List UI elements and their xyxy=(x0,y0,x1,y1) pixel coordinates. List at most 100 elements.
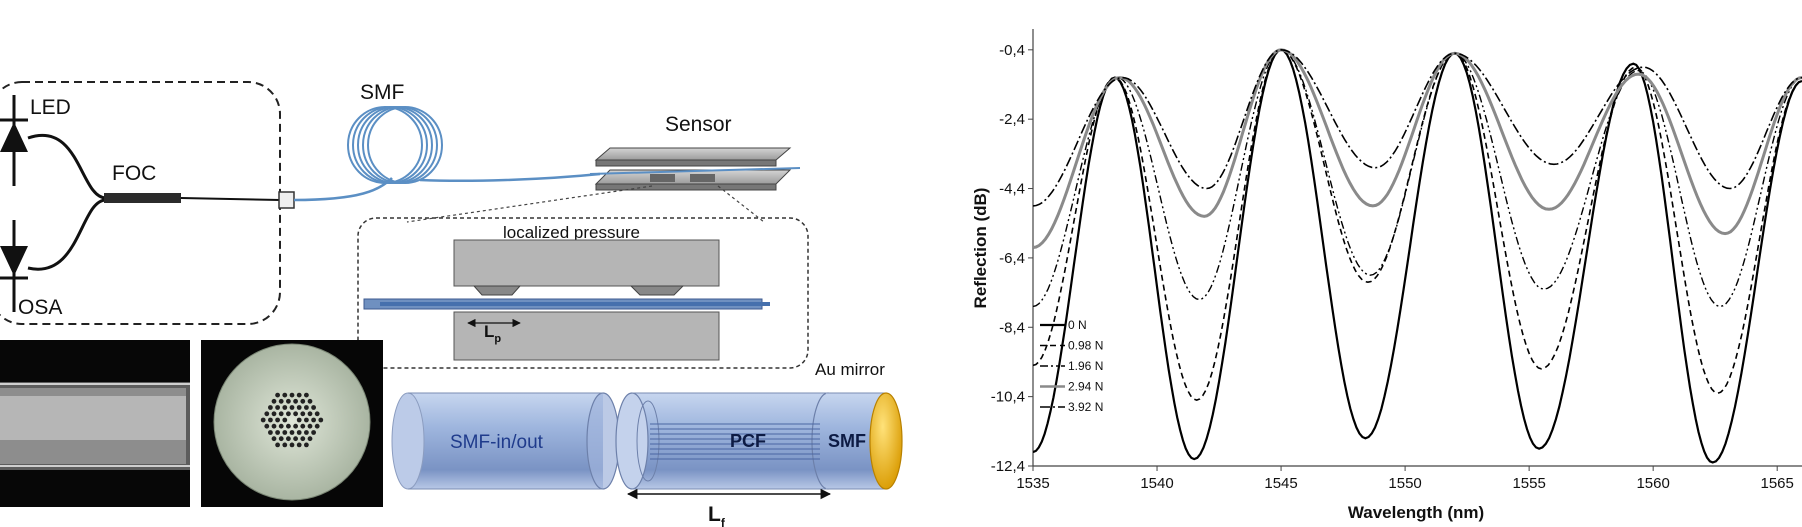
pcf-hole xyxy=(300,398,306,404)
pad-right xyxy=(629,285,685,296)
pcf-hole xyxy=(296,405,302,410)
y-tick-label: -6,4 xyxy=(999,250,1025,267)
pcf-hole xyxy=(296,442,302,448)
zoom-line-left xyxy=(406,185,653,223)
pcf-hole xyxy=(271,398,277,404)
smf-in-label: SMF-in/out xyxy=(450,432,544,453)
chart-ylabel: Reflection (dB) xyxy=(971,188,990,309)
pcf-hole xyxy=(271,411,277,417)
pcf-body xyxy=(632,393,827,489)
y-tick-label: -0,4 xyxy=(999,42,1025,59)
setup-diagram: LED OSA FOC SMF xyxy=(0,81,809,369)
sensor-label: Sensor xyxy=(665,113,732,136)
pcf-hole xyxy=(293,411,298,417)
legend-label: 1.96 N xyxy=(1068,359,1103,373)
pcf-hole xyxy=(278,411,284,417)
pcf-hole xyxy=(311,405,316,410)
zoom-box xyxy=(357,217,809,369)
x-tick-label: 1550 xyxy=(1388,475,1421,492)
pressure-label: localized pressure xyxy=(503,223,640,242)
pcf-hole xyxy=(296,417,302,423)
pcf-hole xyxy=(307,411,313,417)
pcf-hole xyxy=(275,417,280,423)
pcf-hole xyxy=(293,398,298,404)
pcf-hole xyxy=(286,411,291,417)
x-tick-label: 1535 xyxy=(1016,475,1049,492)
pcf-hole xyxy=(275,392,280,398)
x-tick-label: 1560 xyxy=(1636,475,1669,492)
pcf-cross-section-photo xyxy=(201,340,383,507)
pcf-hole xyxy=(282,392,288,398)
pcf-hole xyxy=(282,442,288,448)
y-tick-label: -2,4 xyxy=(999,111,1025,128)
pcf-hole xyxy=(314,411,320,417)
pcf-hole xyxy=(300,411,306,417)
mirror-label: Au mirror xyxy=(815,360,885,379)
pcf-inner-ring xyxy=(636,400,660,482)
zoom-line-right xyxy=(717,185,765,223)
chart-series xyxy=(1033,48,1802,464)
legend-label: 0.98 N xyxy=(1068,339,1103,353)
pcf-hole xyxy=(275,442,280,448)
pcf-hole xyxy=(260,417,266,423)
chart-xlabel: Wavelength (nm) xyxy=(1348,503,1484,522)
pcf-hole xyxy=(286,436,291,442)
au-mirror xyxy=(869,392,903,490)
y-tick-label: -4,4 xyxy=(999,181,1025,198)
pcf-hole xyxy=(307,423,313,429)
x-tick-label: 1540 xyxy=(1140,475,1173,492)
series-line-0-N xyxy=(1033,48,1802,464)
fiber-length-sub: f xyxy=(721,516,726,527)
pcf-hole xyxy=(278,436,284,442)
pcf-hole xyxy=(304,430,309,435)
pad-length-main: L xyxy=(484,322,494,341)
smf-in-right-end xyxy=(586,392,620,490)
pcf-hole xyxy=(304,405,309,410)
series-line-1-96-N xyxy=(1033,49,1802,308)
pcf-hole xyxy=(293,423,298,429)
fiber-length-main: L xyxy=(708,503,721,526)
led-label: LED xyxy=(30,96,71,119)
legend-label: 0 N xyxy=(1068,318,1087,332)
pcf-hole xyxy=(271,436,277,442)
pcf-hole xyxy=(271,423,277,429)
zoom-fiber-core xyxy=(380,302,770,306)
legend-label: 3.92 N xyxy=(1068,400,1103,414)
pcf-hole xyxy=(300,423,306,429)
series-line-0-98-N xyxy=(1033,48,1802,401)
pcf-hole xyxy=(289,430,295,435)
pcf-hole xyxy=(289,442,295,448)
pad-length-sub: p xyxy=(494,333,501,345)
pcf-hole xyxy=(289,405,295,410)
smf-in-body xyxy=(408,393,603,489)
pcf-hole xyxy=(304,442,309,448)
pcf-hole xyxy=(314,423,320,429)
pcf-hole xyxy=(318,417,324,423)
pcf-hole xyxy=(307,436,313,442)
fiber-side-photo xyxy=(0,340,190,507)
pcf-hole xyxy=(311,417,316,423)
pad-left xyxy=(472,285,522,296)
osa-icon xyxy=(0,220,28,312)
pcf-hole xyxy=(286,423,291,429)
pcf-label: PCF xyxy=(730,431,766,451)
pcf-hole xyxy=(307,398,313,404)
plot-area xyxy=(1033,29,1802,466)
coupler-out-fiber xyxy=(180,197,281,201)
pcf-holes xyxy=(260,392,324,448)
fiber-structure-diagram: Au mirror SMF-in/out PCF SMF Lf xyxy=(391,360,903,527)
led-fiber xyxy=(27,133,107,200)
upper-plate xyxy=(453,239,720,287)
pad-length-label: Lp xyxy=(484,322,501,345)
chart-legend: 0 N0.98 N1.96 N2.94 N3.92 N xyxy=(1040,318,1103,414)
coupler xyxy=(104,193,181,203)
pcf-hole xyxy=(268,430,273,435)
fiber-length-label: Lf xyxy=(708,503,726,527)
pcf-hole xyxy=(282,417,288,423)
pcf-hole xyxy=(300,436,306,442)
pcf-hole xyxy=(282,405,288,410)
pcf-hole xyxy=(264,423,270,429)
